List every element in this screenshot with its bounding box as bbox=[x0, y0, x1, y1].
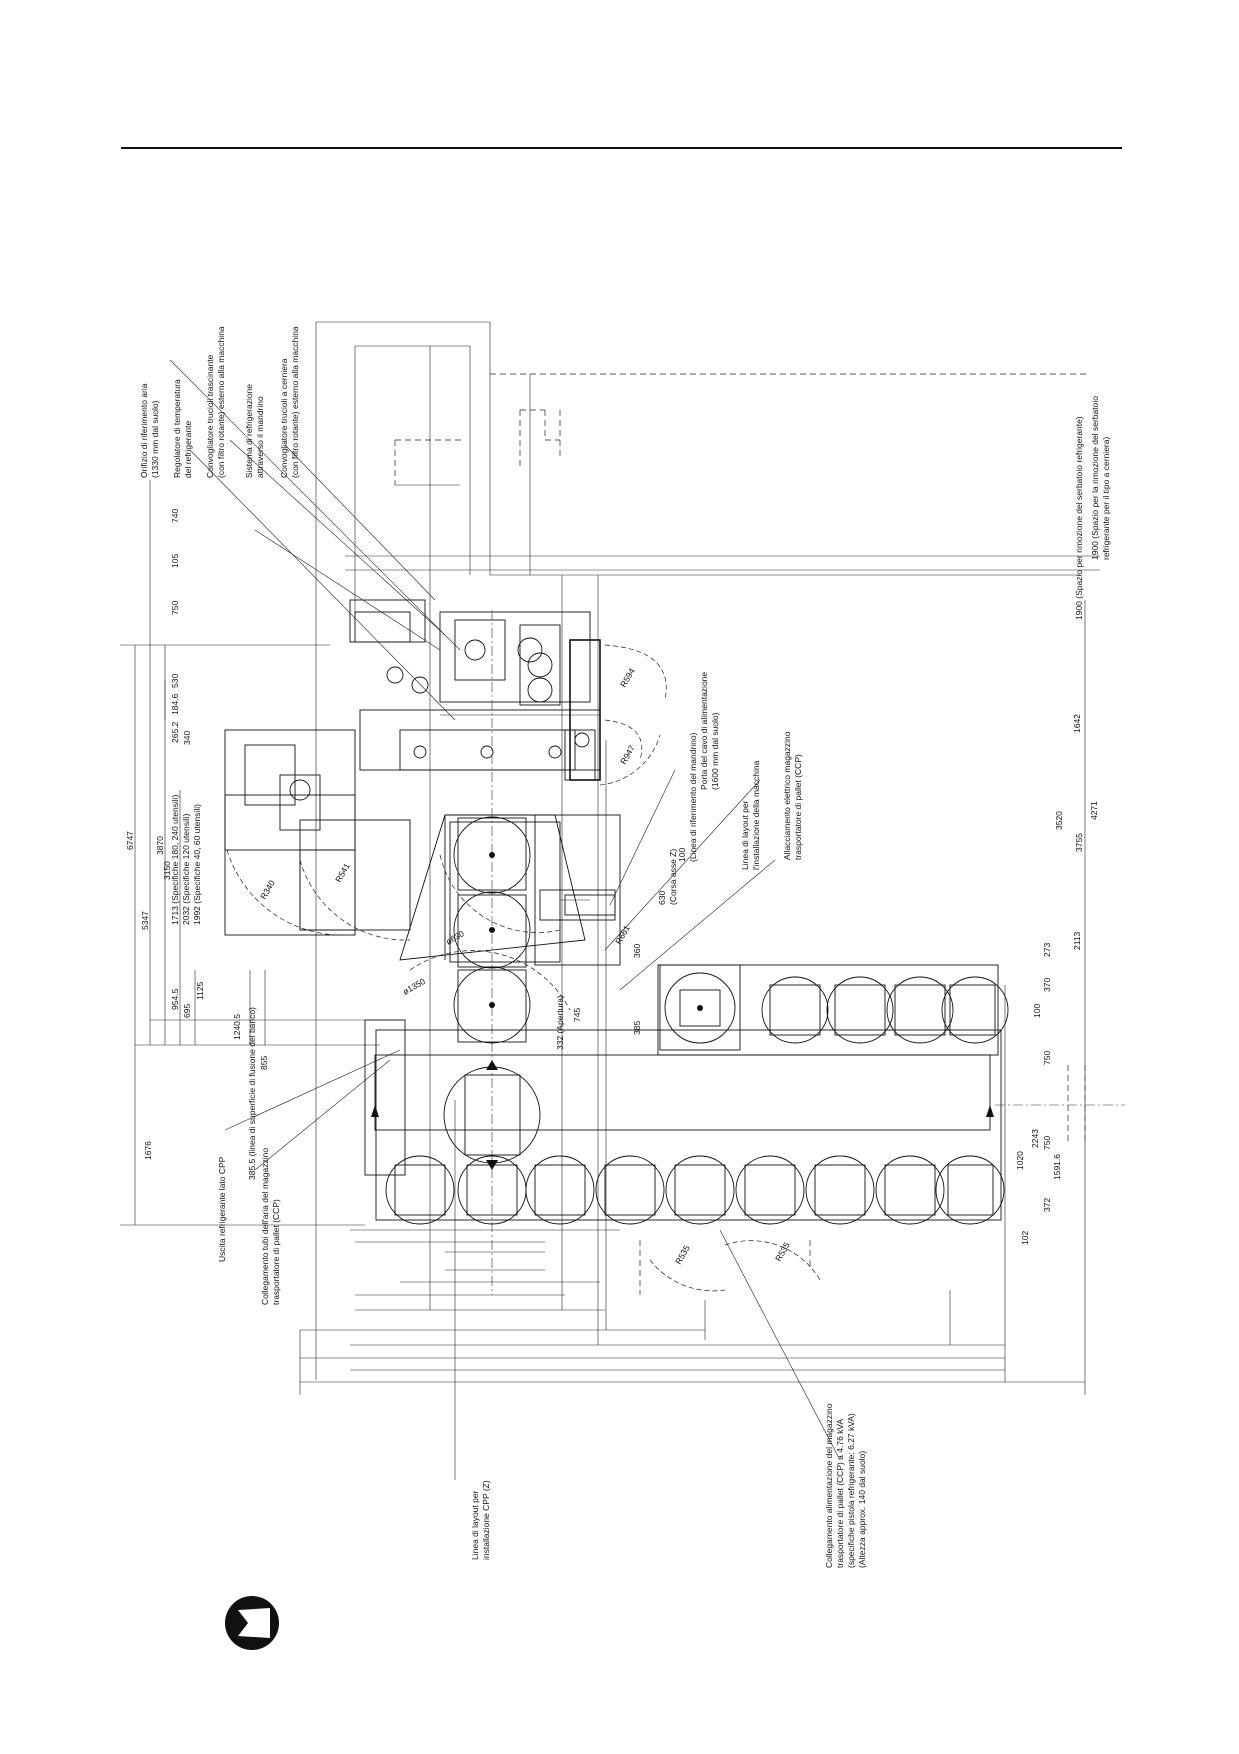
label-coolant-temp: Regolatore di temperatura del refrigeran… bbox=[172, 377, 193, 478]
label-chip-conveyor-hinge: Convogliatore trucioli a cerniera (con f… bbox=[279, 326, 300, 478]
dim-5347: 5347 bbox=[140, 911, 150, 930]
left-dimension-chains bbox=[120, 480, 380, 1226]
label-magazine-power: Collegamento alimentazione del magazzino… bbox=[824, 1401, 867, 1568]
dim-r661: R661 bbox=[613, 923, 632, 946]
dim-1020: 1020 bbox=[1015, 1151, 1025, 1170]
dim-1591-6: 1591.6 bbox=[1052, 1154, 1062, 1180]
label-air-inlet: Orifizio di riferimento aria (1330 mm da… bbox=[139, 381, 160, 478]
dim-855: 855 bbox=[259, 1056, 269, 1070]
dim-100: 100 bbox=[1032, 1004, 1042, 1018]
dim-372: 372 bbox=[1042, 1198, 1052, 1212]
dim-340: 340 bbox=[182, 731, 192, 745]
dim-2243: 2243 bbox=[1030, 1129, 1040, 1148]
dim-370: 370 bbox=[1042, 978, 1052, 992]
dim-184-6: 184.6 bbox=[170, 693, 180, 715]
label-chip-conveyor-drag: Convogliatore trucioli trascinante (con … bbox=[205, 326, 226, 478]
dim-265-2: 265.2 bbox=[170, 721, 180, 743]
orientation-marker-icon bbox=[225, 1596, 279, 1650]
label-table-surface: 385.5 (linea di superficie di fusione de… bbox=[247, 1007, 257, 1180]
dim-1125: 1125 bbox=[195, 981, 205, 1000]
dim-r535-b: R535 bbox=[773, 1240, 792, 1263]
dim-750-a: 750 bbox=[1042, 1051, 1052, 1065]
dim-695: 695 bbox=[182, 1004, 192, 1018]
dim-r340: R340 bbox=[258, 878, 277, 901]
dim-6747: 6747 bbox=[125, 831, 135, 850]
dim-r541: R541 bbox=[333, 861, 352, 884]
label-layout-line-cpp: Linea di layout per installazione CPP (Z… bbox=[470, 1480, 491, 1560]
dim-954-5: 954.5 bbox=[170, 988, 180, 1010]
dim-d630: ø630 bbox=[444, 928, 466, 946]
dim-1642: 1642 bbox=[1072, 714, 1082, 733]
dim-740: 740 bbox=[170, 509, 180, 523]
dim-2113: 2113 bbox=[1072, 931, 1082, 950]
label-power-cable: Porta del cavo di alimentazione (1600 mm… bbox=[699, 670, 720, 791]
label-tool-spec: 1713 (Specifiche 180, 240 utensili) 2032… bbox=[170, 792, 202, 925]
label-air-tubes: Collegamento tubi dell'aria del magazzin… bbox=[260, 1146, 281, 1305]
dim-3520: 3520 bbox=[1054, 811, 1064, 830]
dim-750: 750 bbox=[170, 601, 180, 615]
dim-d1350: ø1350 bbox=[401, 976, 427, 997]
machine-outline bbox=[169, 321, 1125, 1480]
dim-r947: R947 bbox=[618, 743, 637, 766]
label-corsa-z: 630 (Corsa asse Z) bbox=[657, 849, 678, 905]
dim-102: 102 bbox=[1020, 1231, 1030, 1245]
dim-r535-a: R535 bbox=[673, 1243, 692, 1266]
dim-r594: R594 bbox=[618, 666, 637, 689]
label-air-inlet-2: (1330 mm dal suolo) bbox=[150, 400, 160, 478]
dim-745: 745 bbox=[572, 1008, 582, 1022]
dim-4271: 4271 bbox=[1089, 801, 1099, 820]
dim-3755: 3755 bbox=[1074, 833, 1084, 852]
dim-750-b: 750 bbox=[1042, 1136, 1052, 1150]
label-spindle-ref: 100 (Linea di riferimento del mandrino) bbox=[677, 732, 698, 862]
dim-273: 273 bbox=[1042, 943, 1052, 957]
dim-530: 530 bbox=[170, 674, 180, 688]
label-layout-line-machine: Linea di layout per l'installazione dell… bbox=[740, 760, 761, 870]
label-tank-removal-hinge: 1900 (Spazio per la rimozione del serbat… bbox=[1090, 394, 1111, 560]
dim-3870: 3870 bbox=[155, 836, 165, 855]
dim-105: 105 bbox=[170, 554, 180, 568]
dim-1676: 1676 bbox=[143, 1141, 153, 1160]
label-magazine-electric: Allacciamento elettrico magazzino traspo… bbox=[782, 729, 803, 860]
label-tank-removal: 1900 (Spazio per rimozione del serbatoio… bbox=[1074, 416, 1084, 620]
label-air-inlet-1: Orifizio di riferimento aria bbox=[139, 383, 149, 478]
label-through-spindle: Sistema di refrigerazione attraverso il … bbox=[244, 382, 265, 478]
dim-360: 360 bbox=[632, 944, 642, 958]
dim-385: 385 bbox=[632, 1021, 642, 1035]
label-apertura: 332 (Apertura) bbox=[555, 995, 565, 1050]
label-coolant-out: Uscita refrigerante lato CPP bbox=[217, 1156, 227, 1262]
dim-1240-5: 1240.5 bbox=[232, 1014, 242, 1040]
dim-3150: 3150 bbox=[162, 861, 172, 880]
